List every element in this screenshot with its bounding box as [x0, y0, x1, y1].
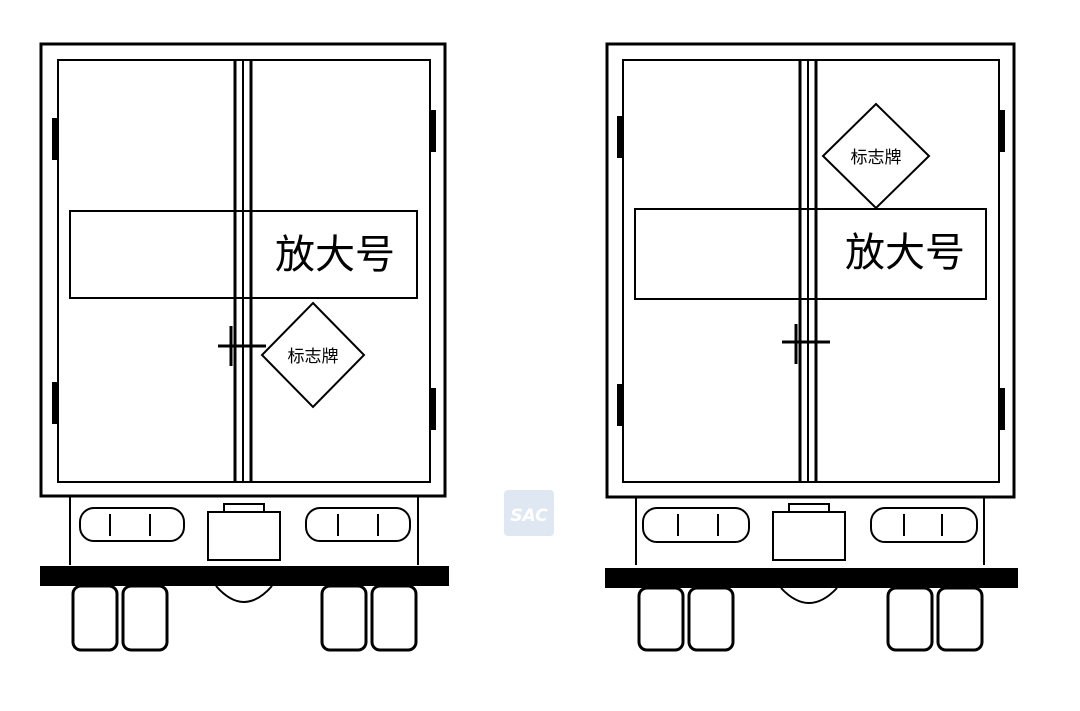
differential — [780, 587, 838, 604]
wheel — [121, 584, 169, 652]
wheel — [370, 584, 418, 652]
sac-watermark-logo: SAC — [504, 490, 554, 536]
truck-left: 放大号 标志牌 — [39, 42, 449, 652]
hinge — [999, 110, 1005, 152]
plate-lamp — [223, 503, 265, 513]
wheel — [886, 586, 934, 652]
magnified-number-panel — [634, 208, 987, 300]
license-plate — [207, 511, 281, 561]
truck-right: 标志牌 放大号 — [605, 42, 1018, 652]
license-plate — [772, 511, 846, 561]
rear-bumper — [40, 566, 449, 586]
differential — [215, 585, 273, 603]
tail-light-left — [642, 507, 750, 543]
rear-bumper — [605, 568, 1018, 588]
sac-watermark-text: SAC — [510, 506, 548, 526]
hinge — [52, 118, 58, 160]
hinge — [617, 116, 623, 158]
cargo-box-inner — [622, 59, 1000, 483]
hinge — [430, 388, 436, 430]
tail-light-right — [305, 507, 411, 542]
magnified-number-label: 放大号 — [275, 232, 395, 278]
wheel — [637, 586, 685, 652]
cargo-box-outer — [605, 42, 1016, 499]
placard-label: 标志牌 — [288, 347, 339, 367]
magnified-number-panel — [69, 210, 418, 299]
placard-diamond — [260, 301, 366, 409]
cargo-box-outer — [39, 42, 447, 498]
plate-lamp — [788, 503, 830, 513]
hinge — [617, 384, 623, 426]
wheel — [936, 586, 984, 652]
wheel — [71, 584, 119, 652]
magnified-number-label: 放大号 — [845, 230, 965, 276]
tail-light-right — [870, 507, 978, 543]
wheel — [687, 586, 735, 652]
hinge — [430, 110, 436, 152]
hinge — [52, 382, 58, 424]
placard-label: 标志牌 — [851, 148, 902, 168]
hinge — [999, 388, 1005, 430]
wheel — [320, 584, 368, 652]
tail-light-left — [79, 507, 185, 542]
